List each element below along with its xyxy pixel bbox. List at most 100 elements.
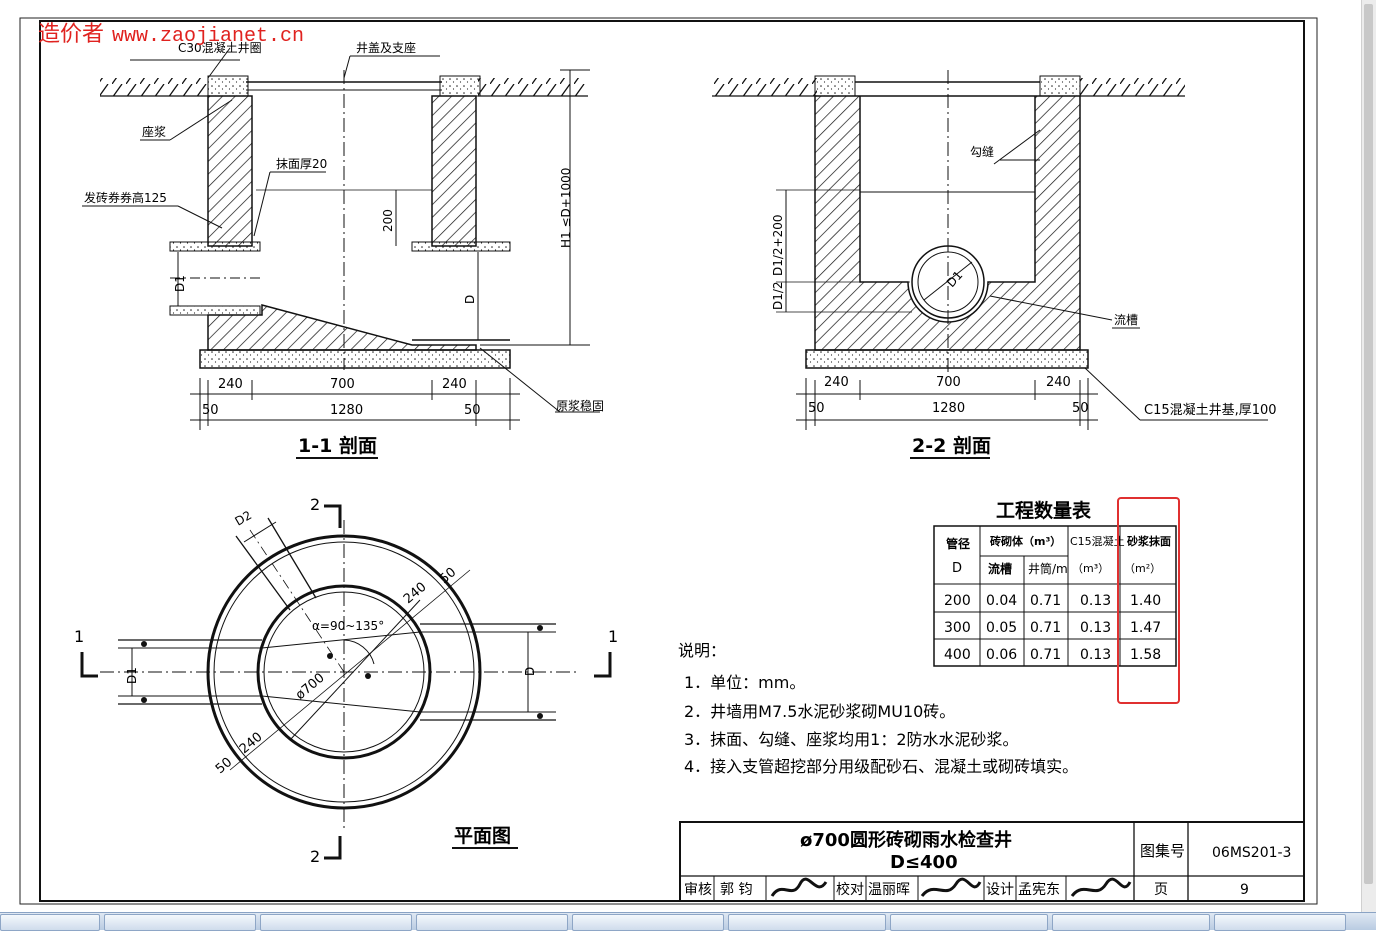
- page-number: 9: [1240, 882, 1249, 898]
- taskbar-button[interactable]: [728, 914, 886, 931]
- label-d1-half-200: D1/2+200: [771, 214, 785, 276]
- title-section-1-1: 1-1 剖面: [298, 434, 377, 457]
- cell-mortar: 1.47: [1130, 620, 1161, 636]
- c15-base-1: [199, 349, 511, 369]
- c15-base-2: [805, 349, 1089, 369]
- label-c15-base: C15混凝土井基,厚100: [1144, 402, 1277, 418]
- th-well: 井筒/m: [1028, 561, 1068, 576]
- dim-700-2: 700: [936, 375, 961, 390]
- page-label: 页: [1154, 882, 1168, 898]
- checker-signature: [920, 877, 982, 898]
- quantity-table: 工程数量表 管径 D 砖砌体（m³） 流槽 井筒/m C15混凝土 （m³） 砂…: [933, 497, 1180, 704]
- taskbar: [0, 912, 1376, 931]
- atlas-number: 06MS201-3: [1212, 845, 1291, 861]
- c30-ring-left-2: [814, 75, 856, 97]
- checker-name: 温丽晖: [868, 882, 910, 898]
- cell-mortar: 1.40: [1130, 593, 1161, 609]
- th-c15-unit: （m³）: [1072, 562, 1109, 575]
- label-angle: α=90~135°: [312, 619, 384, 633]
- ground-hatch-right-2: [1080, 78, 1185, 96]
- label-dim200: 200: [381, 209, 395, 232]
- plan-label-d: D: [523, 667, 537, 676]
- drawing-page: C30混凝土井圈 井盖及支座 座浆 抹面厚20 发砖券券高125 200 H1 …: [19, 16, 1318, 905]
- th-trough: 流槽: [988, 561, 1012, 576]
- dim-1280: 1280: [330, 403, 363, 418]
- cell-trough: 0.06: [986, 647, 1017, 663]
- drawing-subtitle: D≤400: [890, 852, 958, 873]
- title-block: ø700圆形砖砌雨水检查井 D≤400 图集号 06MS201-3 审核 郭 钧…: [679, 821, 1305, 902]
- drawing-title: ø700圆形砖砌雨水检查井: [800, 829, 1012, 851]
- watermark-site-name: 造价者: [38, 22, 105, 47]
- th-pipe: 管径: [946, 536, 970, 551]
- dim-240-right: 240: [442, 377, 467, 392]
- c30-ring-left: [207, 75, 249, 97]
- th-mortar-unit: （m²）: [1124, 562, 1161, 575]
- cut-mark-1-left: 1: [74, 627, 84, 646]
- highlight-box: [1117, 497, 1180, 704]
- label-plaster: 抹面厚20: [276, 157, 327, 171]
- taskbar-button[interactable]: [416, 914, 568, 931]
- cell-trough: 0.04: [986, 593, 1017, 609]
- reviewer-signature: [770, 877, 828, 897]
- taskbar-button[interactable]: [260, 914, 412, 931]
- title-section-2-2: 2-2 剖面: [912, 434, 991, 457]
- cell-well: 0.71: [1030, 647, 1061, 663]
- taskbar-button[interactable]: [1214, 914, 1346, 931]
- drawing-canvas: C30混凝土井圈 井盖及支座 座浆 抹面厚20 发砖券券高125 200 H1 …: [19, 17, 1318, 905]
- taskbar-button[interactable]: [104, 914, 256, 931]
- label-seat-mortar: 座浆: [142, 124, 166, 139]
- c30-ring-right-2: [1039, 75, 1081, 97]
- cut-mark-2-bottom: 2: [310, 847, 320, 866]
- vertical-scrollbar[interactable]: [1361, 0, 1376, 912]
- th-d: D: [952, 561, 962, 576]
- section-2-2: 勾缝 流槽 D1/2+200 D1/2 D1 C15混凝土井基,厚100 240…: [712, 70, 1277, 459]
- cell-d: 200: [944, 593, 971, 609]
- table-row: 300 0.05 0.71 0.13 1.47: [944, 620, 1161, 636]
- scroll-thumb[interactable]: [1364, 4, 1373, 884]
- taskbar-button[interactable]: [890, 914, 1048, 931]
- cut-mark-2-top: 2: [310, 495, 320, 514]
- note-2: 2．井墙用M7.5水泥砂浆砌MU10砖。: [684, 702, 955, 721]
- cut-mark-1-right: 1: [608, 627, 618, 646]
- cell-trough: 0.05: [986, 620, 1017, 636]
- th-mortar: 砂浆抹面: [1127, 534, 1171, 548]
- taskbar-button[interactable]: [572, 914, 724, 931]
- ground-hatch-left-2: [712, 78, 817, 96]
- plan-label-d1: D1: [125, 667, 139, 684]
- notes: 说明： 1．单位：mm。 2．井墙用M7.5水泥砂浆砌MU10砖。 3．抹面、勾…: [678, 641, 1078, 776]
- inlet-pipe-bottom: [169, 305, 261, 316]
- note-3: 3．抹面、勾缝、座浆均用1：2防水水泥砂浆。: [684, 730, 1019, 749]
- designer-signature: [1070, 877, 1132, 898]
- label-c30-ring: C30混凝土井圈: [178, 40, 262, 55]
- dim-50-left-2: 50: [808, 401, 825, 416]
- taskbar-button[interactable]: [0, 914, 100, 931]
- inlet-pipe-top: [169, 241, 261, 252]
- outlet-pipe-top: [411, 241, 511, 252]
- ground-hatch-right: [478, 78, 588, 96]
- reviewer-name: 郭 钧: [720, 881, 752, 898]
- th-c15: C15混凝土: [1070, 534, 1125, 548]
- cell-d: 400: [944, 647, 971, 663]
- dim-50-left: 50: [202, 403, 219, 418]
- cell-d: 300: [944, 620, 971, 636]
- dim-240-right-2: 240: [1046, 375, 1071, 390]
- cell-c15: 0.13: [1080, 647, 1111, 663]
- section-1-1: C30混凝土井圈 井盖及支座 座浆 抹面厚20 发砖券券高125 200 H1 …: [82, 40, 604, 459]
- dim-50-right: 50: [464, 403, 481, 418]
- cell-well: 0.71: [1030, 620, 1061, 636]
- atlas-label: 图集号: [1140, 842, 1185, 860]
- dim-50-right-2: 50: [1072, 401, 1089, 416]
- cell-c15: 0.13: [1080, 620, 1111, 636]
- cell-mortar: 1.58: [1130, 647, 1161, 663]
- table-row: 400 0.06 0.71 0.13 1.58: [944, 647, 1161, 663]
- watermark: 造价者 www.zaojianet.cn: [38, 16, 304, 48]
- title-plan: 平面图: [454, 825, 511, 847]
- ground-hatch-left: [100, 78, 210, 96]
- watermark-url: www.zaojianet.cn: [112, 25, 305, 48]
- label-h1: H1 ≤D+1000: [559, 168, 573, 248]
- document-viewer: C30混凝土井圈 井盖及支座 座浆 抹面厚20 发砖券券高125 200 H1 …: [19, 16, 1318, 905]
- label-d1-half: D1/2: [771, 281, 785, 310]
- taskbar-button[interactable]: [1052, 914, 1210, 931]
- label-d-outlet: D: [463, 295, 477, 304]
- note-4: 4．接入支管超挖部分用级配砂石、混凝土或砌砖填实。: [684, 757, 1078, 776]
